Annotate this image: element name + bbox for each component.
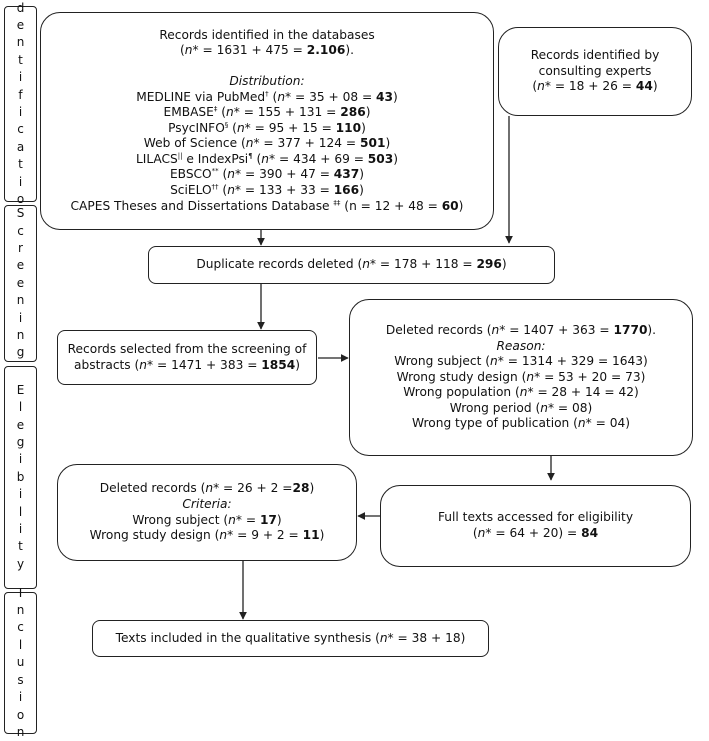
reason-item: Wrong population (n* = 28 + 14 = 42) — [403, 385, 639, 400]
stage-letter: e — [16, 258, 25, 273]
stage-letter: n — [16, 603, 25, 618]
stage-letter: l — [18, 504, 23, 519]
stage-letter: i — [18, 487, 23, 502]
databases-heading: Records identified in the databases — [159, 27, 375, 42]
distribution-label: Distribution: — [229, 73, 305, 88]
stage-letter: i — [18, 105, 23, 119]
included-box: Texts included in the qualitative synthe… — [92, 620, 489, 657]
stage-letter: l — [18, 637, 23, 652]
database-entry: EMBASE‡ (n* = 155 + 131 = 286) — [163, 105, 371, 120]
stage-letter: i — [18, 690, 23, 705]
stage-letter: n — [16, 293, 25, 308]
deleted2-total: Deleted records (n* = 26 + 2 =28) — [99, 481, 315, 496]
screening-line2: abstracts (n* = 1471 + 383 = 1854) — [74, 357, 300, 372]
stage-letter: e — [16, 17, 25, 32]
stage-letter: g — [16, 434, 25, 449]
stage-letter: n — [16, 328, 25, 343]
stage-letter: e — [16, 275, 25, 290]
experts-box: Records identified by consulting experts… — [498, 27, 692, 116]
stage-letter: c — [17, 223, 24, 238]
stage-letter: y — [16, 556, 25, 571]
stage-letter: b — [16, 469, 25, 484]
stage-letter: f — [18, 87, 23, 102]
deleted-records-box-1: Deleted records (n* = 1407 + 363 = 1770)… — [349, 299, 693, 456]
stage-letter: S — [16, 206, 25, 221]
reason-item: Wrong study design (n* = 53 + 20 = 73) — [396, 369, 646, 384]
stage-letter: i — [18, 522, 23, 537]
reason-item: Wrong subject (n* = 1314 + 329 = 1643) — [394, 354, 648, 369]
fulltext-total: (n* = 64 + 20) = 84 — [472, 526, 599, 540]
included-text: Texts included in the qualitative synthe… — [115, 630, 466, 645]
database-entries: MEDLINE via PubMed† (n* = 35 + 08 = 43)E… — [136, 90, 398, 199]
stage-label-identification: Identification — [4, 1, 37, 223]
database-entry-capes: CAPES Theses and Dissertations Database … — [70, 198, 464, 213]
stage-letter: c — [17, 122, 24, 137]
stage-letter: t — [18, 157, 23, 172]
criteria-label: Criteria: — [182, 496, 232, 511]
stage-letter: i — [18, 310, 23, 325]
database-entry: LILACS|| e IndexPsi¶ (n* = 434 + 69 = 50… — [135, 151, 399, 166]
database-entry: Web of Science (n* = 377 + 124 = 501) — [143, 136, 391, 151]
stage-letter: t — [18, 52, 23, 67]
deleted1-total: Deleted records (n* = 1407 + 363 = 1770)… — [385, 322, 657, 337]
database-entry: SciELO†† (n* = 133 + 33 = 166) — [170, 183, 364, 198]
fulltext-line1: Full texts accessed for eligibility — [437, 510, 634, 525]
database-entry: MEDLINE via PubMed† (n* = 35 + 08 = 43) — [136, 89, 398, 104]
stage-letter: r — [18, 240, 23, 255]
database-entry: PsycINFO§ (n* = 95 + 15 = 110) — [168, 120, 366, 135]
experts-line1: Records identified by — [530, 48, 660, 63]
reason-label: Reason: — [496, 338, 546, 353]
stage-letter: i — [18, 70, 23, 85]
databases-box: Records identified in the databases (n* … — [40, 12, 494, 230]
criterion-wrong-subject: Wrong subject (n* = 17) — [132, 512, 282, 527]
stage-letter: n — [16, 724, 25, 739]
stage-letter: E — [16, 382, 25, 397]
screening-box: Records selected from the screening of a… — [57, 330, 317, 385]
stage-letter: l — [18, 400, 23, 415]
stage-letter: c — [17, 620, 24, 635]
stage-letter: s — [17, 672, 24, 687]
stage-letter: o — [16, 192, 25, 207]
duplicates-box: Duplicate records deleted (n* = 178 + 11… — [148, 246, 555, 284]
reason-item: Wrong type of publication (n* = 04) — [412, 416, 630, 431]
fulltext-box: Full texts accessed for eligibility (n* … — [380, 485, 691, 567]
stage-letter: e — [16, 417, 25, 432]
reason-list: Wrong subject (n* = 1314 + 329 = 1643)Wr… — [394, 354, 648, 432]
database-entry: EBSCO** (n* = 390 + 47 = 437) — [169, 167, 365, 182]
stage-letter: o — [16, 707, 25, 722]
reason-item: Wrong period (n* = 08) — [449, 400, 593, 415]
experts-line2: consulting experts — [538, 63, 652, 78]
experts-total: (n* = 18 + 26 = 44) — [532, 79, 658, 94]
stage-letter: t — [18, 539, 23, 554]
stage-letter: i — [18, 452, 23, 467]
deleted-records-box-2: Deleted records (n* = 26 + 2 =28) Criter… — [57, 464, 357, 561]
stage-letter: a — [16, 139, 25, 154]
duplicates-text: Duplicate records deleted (n* = 178 + 11… — [196, 257, 507, 272]
stage-letter: g — [16, 345, 25, 360]
stage-letter: u — [16, 655, 25, 670]
stage-letter: I — [18, 585, 23, 600]
stage-letter: n — [16, 35, 25, 50]
stage-letter: d — [16, 0, 25, 15]
screening-line1: Records selected from the screening of — [67, 341, 307, 356]
criterion-wrong-study-design: Wrong study design (n* = 9 + 2 = 11) — [89, 528, 325, 543]
databases-total-line: (n* = 1631 + 475 = 2.106). — [180, 43, 354, 58]
stage-letter: i — [18, 174, 23, 189]
